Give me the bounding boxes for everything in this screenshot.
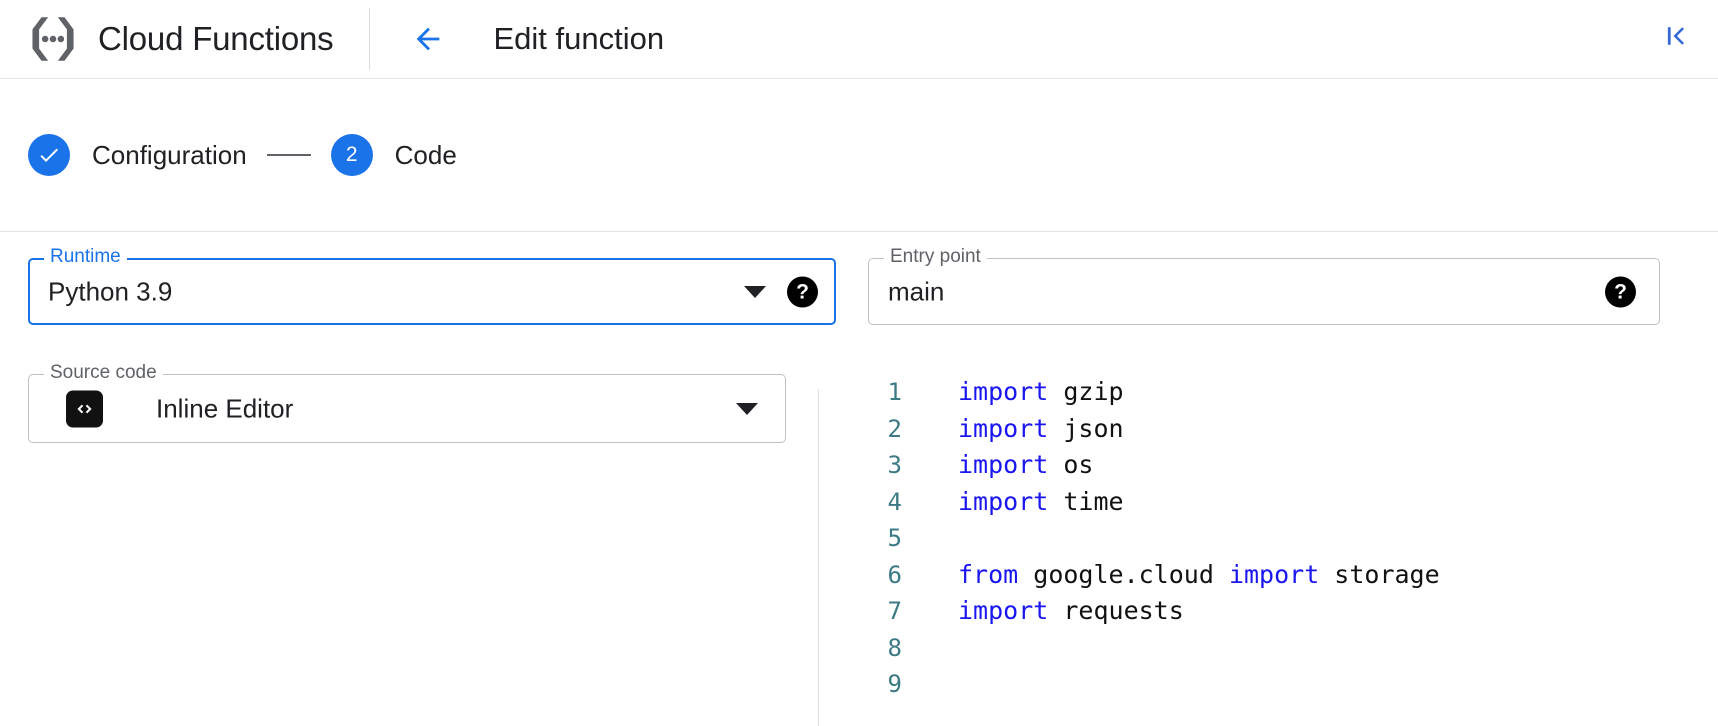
runtime-value: Python 3.9 [48,276,173,306]
code-line: 6 from google.cloud import storage [840,557,1700,594]
line-number: 3 [887,451,902,479]
code-line: 5 [840,520,1700,557]
entry-point-outline [868,258,1660,325]
code-line: 1 import gzip [840,374,1700,411]
code-line: 8 [840,630,1700,667]
line-number: 5 [887,524,902,552]
app-title: Cloud Functions [98,20,334,57]
code-line: 2 import json [840,411,1700,448]
cloud-functions-logo-icon [22,8,84,70]
step-code-label: Code [394,139,457,170]
code-text: import os [958,450,1094,479]
source-code-select[interactable]: Source code Inline Editor [28,362,786,443]
code-editor[interactable]: 1 import gzip 2 import json 3 import os 4 impor… [840,374,1700,726]
source-code-value: Inline Editor [156,393,294,423]
step-code[interactable]: 2 Code [330,134,457,176]
step-configuration[interactable]: Configuration [28,134,247,176]
runtime-label: Runtime [44,246,127,268]
entry-point-help-icon[interactable]: ? [1605,276,1636,307]
line-number: 8 [887,633,902,662]
first-page-collapse-icon[interactable] [1656,16,1696,56]
entry-point-input[interactable]: Entry point main ? [868,246,1660,325]
chevron-down-icon[interactable] [736,402,758,415]
step-configuration-label: Configuration [92,139,247,170]
header-divider [369,8,371,70]
code-line: 4 import time [840,484,1700,521]
code-text: import requests [958,596,1184,625]
runtime-select[interactable]: Runtime Python 3.9 ? [28,246,836,325]
code-line: 9 [840,666,1700,703]
code-step-body: Runtime Python 3.9 ? Entry point main ? … [0,232,1718,726]
wizard-stepper: Configuration 2 Code [0,79,1718,232]
line-number: 1 [887,378,902,406]
code-text: import time [958,486,1124,516]
arrow-back-icon[interactable] [410,21,446,57]
code-text: from google.cloud import storage [958,559,1440,589]
line-number: 9 [887,670,902,698]
entry-point-label: Entry point [884,246,987,268]
runtime-help-icon[interactable]: ? [787,276,818,307]
code-text: import gzip [958,377,1124,406]
code-text: import json [958,413,1124,443]
app-header: Cloud Functions Edit function [0,0,1718,79]
source-code-outline [28,374,786,443]
step-connector [266,154,311,156]
code-brackets-icon [66,390,103,427]
line-number: 4 [887,487,902,516]
entry-point-value: main [888,276,945,306]
line-number: 2 [887,414,902,443]
step-configuration-marker [28,134,70,176]
page-title: Edit function [493,21,665,56]
step-code-marker: 2 [330,134,373,176]
code-line: 7 import requests [840,593,1700,630]
chevron-down-icon[interactable] [744,285,766,298]
line-number: 7 [887,597,902,625]
pane-divider [818,389,819,726]
code-line: 3 import os [840,447,1700,484]
source-code-label: Source code [44,362,163,384]
line-number: 6 [887,560,902,589]
